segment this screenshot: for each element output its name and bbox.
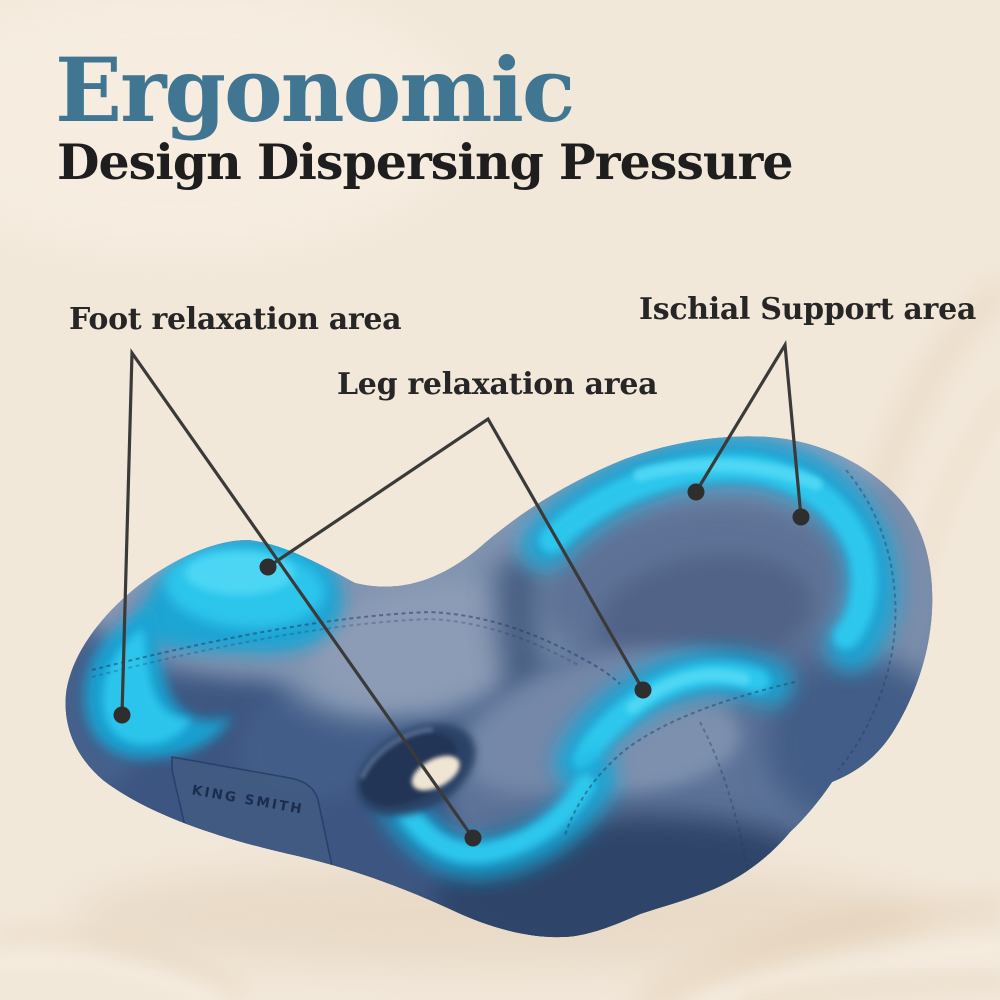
dot-foot-2 — [464, 829, 482, 847]
callout-lines — [120, 340, 803, 839]
callout-dots — [113, 483, 810, 847]
dot-leg-2 — [634, 681, 652, 699]
cushion-seams — [91, 469, 897, 869]
cushion: KING SMITH — [65, 436, 933, 938]
callout-label-ischial: Ischial Support area — [639, 292, 976, 327]
dot-ischial-2 — [792, 508, 810, 526]
callout-line-foot — [120, 348, 475, 839]
page-title: Ergonomic — [55, 38, 575, 142]
glow-front-band — [554, 649, 793, 787]
callout-line-leg — [267, 416, 645, 691]
dot-foot-1 — [113, 706, 131, 724]
dot-leg-1 — [259, 558, 277, 576]
glow-foot-band — [377, 758, 618, 879]
cutout-hole — [356, 723, 476, 817]
glow-areas — [84, 436, 899, 879]
callout-label-foot: Foot relaxation area — [69, 302, 402, 337]
dot-ischial-1 — [687, 483, 705, 501]
page-subtitle: Design Dispersing Pressure — [57, 133, 794, 191]
callout-label-leg: Leg relaxation area — [337, 367, 658, 402]
callout-line-ischial — [694, 340, 803, 518]
brand-panel: KING SMITH — [171, 756, 334, 868]
